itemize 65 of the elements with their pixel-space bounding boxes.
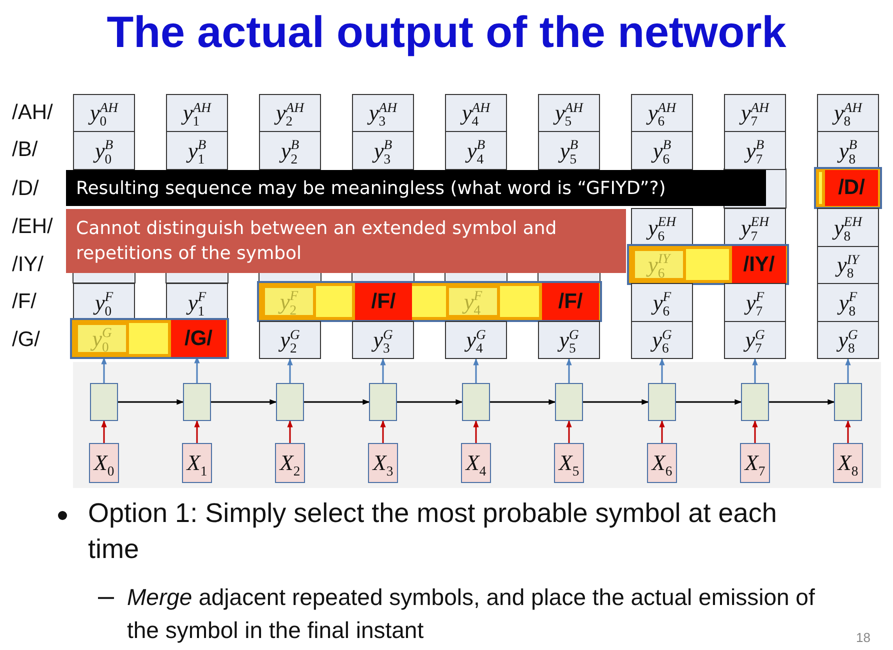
input-box: X$_{0}$ xyxy=(89,443,119,483)
arrow xyxy=(118,399,184,405)
arrow xyxy=(659,358,665,383)
arrow xyxy=(845,358,851,383)
arrow xyxy=(397,399,463,405)
input-box: X$_{4}$ xyxy=(461,443,491,483)
arrow xyxy=(211,399,277,405)
symbol-label: /B/ xyxy=(12,139,38,160)
hidden-state-box xyxy=(648,383,676,421)
highlight-bar xyxy=(627,244,789,285)
input-box: X$_{3}$ xyxy=(368,443,398,483)
symbol-label: /F/ xyxy=(12,291,36,312)
slide-title: The actual output of the network xyxy=(106,8,788,58)
highlight-bar xyxy=(257,281,602,322)
arrow xyxy=(490,399,556,405)
input-box: X$_{5}$ xyxy=(554,443,584,483)
arrow xyxy=(101,420,107,443)
input-box: X$_{6}$ xyxy=(647,443,677,483)
arrow xyxy=(101,357,107,383)
arrow xyxy=(287,358,293,383)
arrow xyxy=(287,420,293,443)
page-number: 18 xyxy=(856,630,870,645)
hidden-state-box xyxy=(555,383,583,421)
symbol-label: /EH/ xyxy=(12,216,53,237)
arrow xyxy=(676,399,742,405)
highlight-bar xyxy=(70,318,229,359)
arrow xyxy=(752,420,758,443)
arrow xyxy=(473,358,479,383)
bullet-text: Option 1: Simply select the most probable symbol at each time xyxy=(88,497,778,566)
selected-symbol-cell: /D/ xyxy=(822,170,878,206)
arrow xyxy=(845,420,851,443)
hidden-state-box xyxy=(369,383,397,421)
arrow xyxy=(473,420,479,443)
symbol-label: /AH/ xyxy=(12,102,53,122)
input-box: X$_{2}$ xyxy=(275,443,305,483)
bullet-text: Merge adjacent repeated symbols, and place the actual emission of the symbol in the final instant xyxy=(127,583,816,645)
selected-symbol-cell: /IY/ xyxy=(729,246,786,283)
hidden-state-box xyxy=(90,383,118,421)
arrow xyxy=(659,420,665,443)
arrow xyxy=(752,358,758,383)
input-box: X$_{1}$ xyxy=(182,443,212,483)
hidden-state-box xyxy=(276,383,304,421)
selected-symbol-cell: /G/ xyxy=(168,320,226,357)
note-banner: Resulting sequence may be meaningless (what word is “GFIYD”?) xyxy=(66,170,766,206)
hidden-state-box xyxy=(462,383,490,421)
arrow xyxy=(380,420,386,443)
arrow xyxy=(566,420,572,443)
symbol-label: /IY/ xyxy=(12,254,44,274)
note-banner: Cannot distinguish between an extended symbol and repetitions of the symbol xyxy=(66,209,626,273)
selected-symbol-cell: /F/ xyxy=(352,283,412,320)
arrow xyxy=(583,399,649,405)
hidden-state-box xyxy=(183,383,211,421)
selected-symbol-cell: /F/ xyxy=(539,283,599,320)
symbol-label: /G/ xyxy=(12,328,40,350)
input-box: X$_{7}$ xyxy=(740,443,770,483)
hidden-state-box xyxy=(741,383,769,421)
arrow xyxy=(194,420,200,443)
arrow xyxy=(380,358,386,383)
arrow xyxy=(769,399,835,405)
arrow xyxy=(304,399,370,405)
input-box: X$_{8}$ xyxy=(833,443,863,483)
arrow xyxy=(566,358,572,383)
symbol-label: /D/ xyxy=(12,178,39,198)
highlight-bar xyxy=(814,167,882,209)
hidden-state-box xyxy=(834,383,862,421)
